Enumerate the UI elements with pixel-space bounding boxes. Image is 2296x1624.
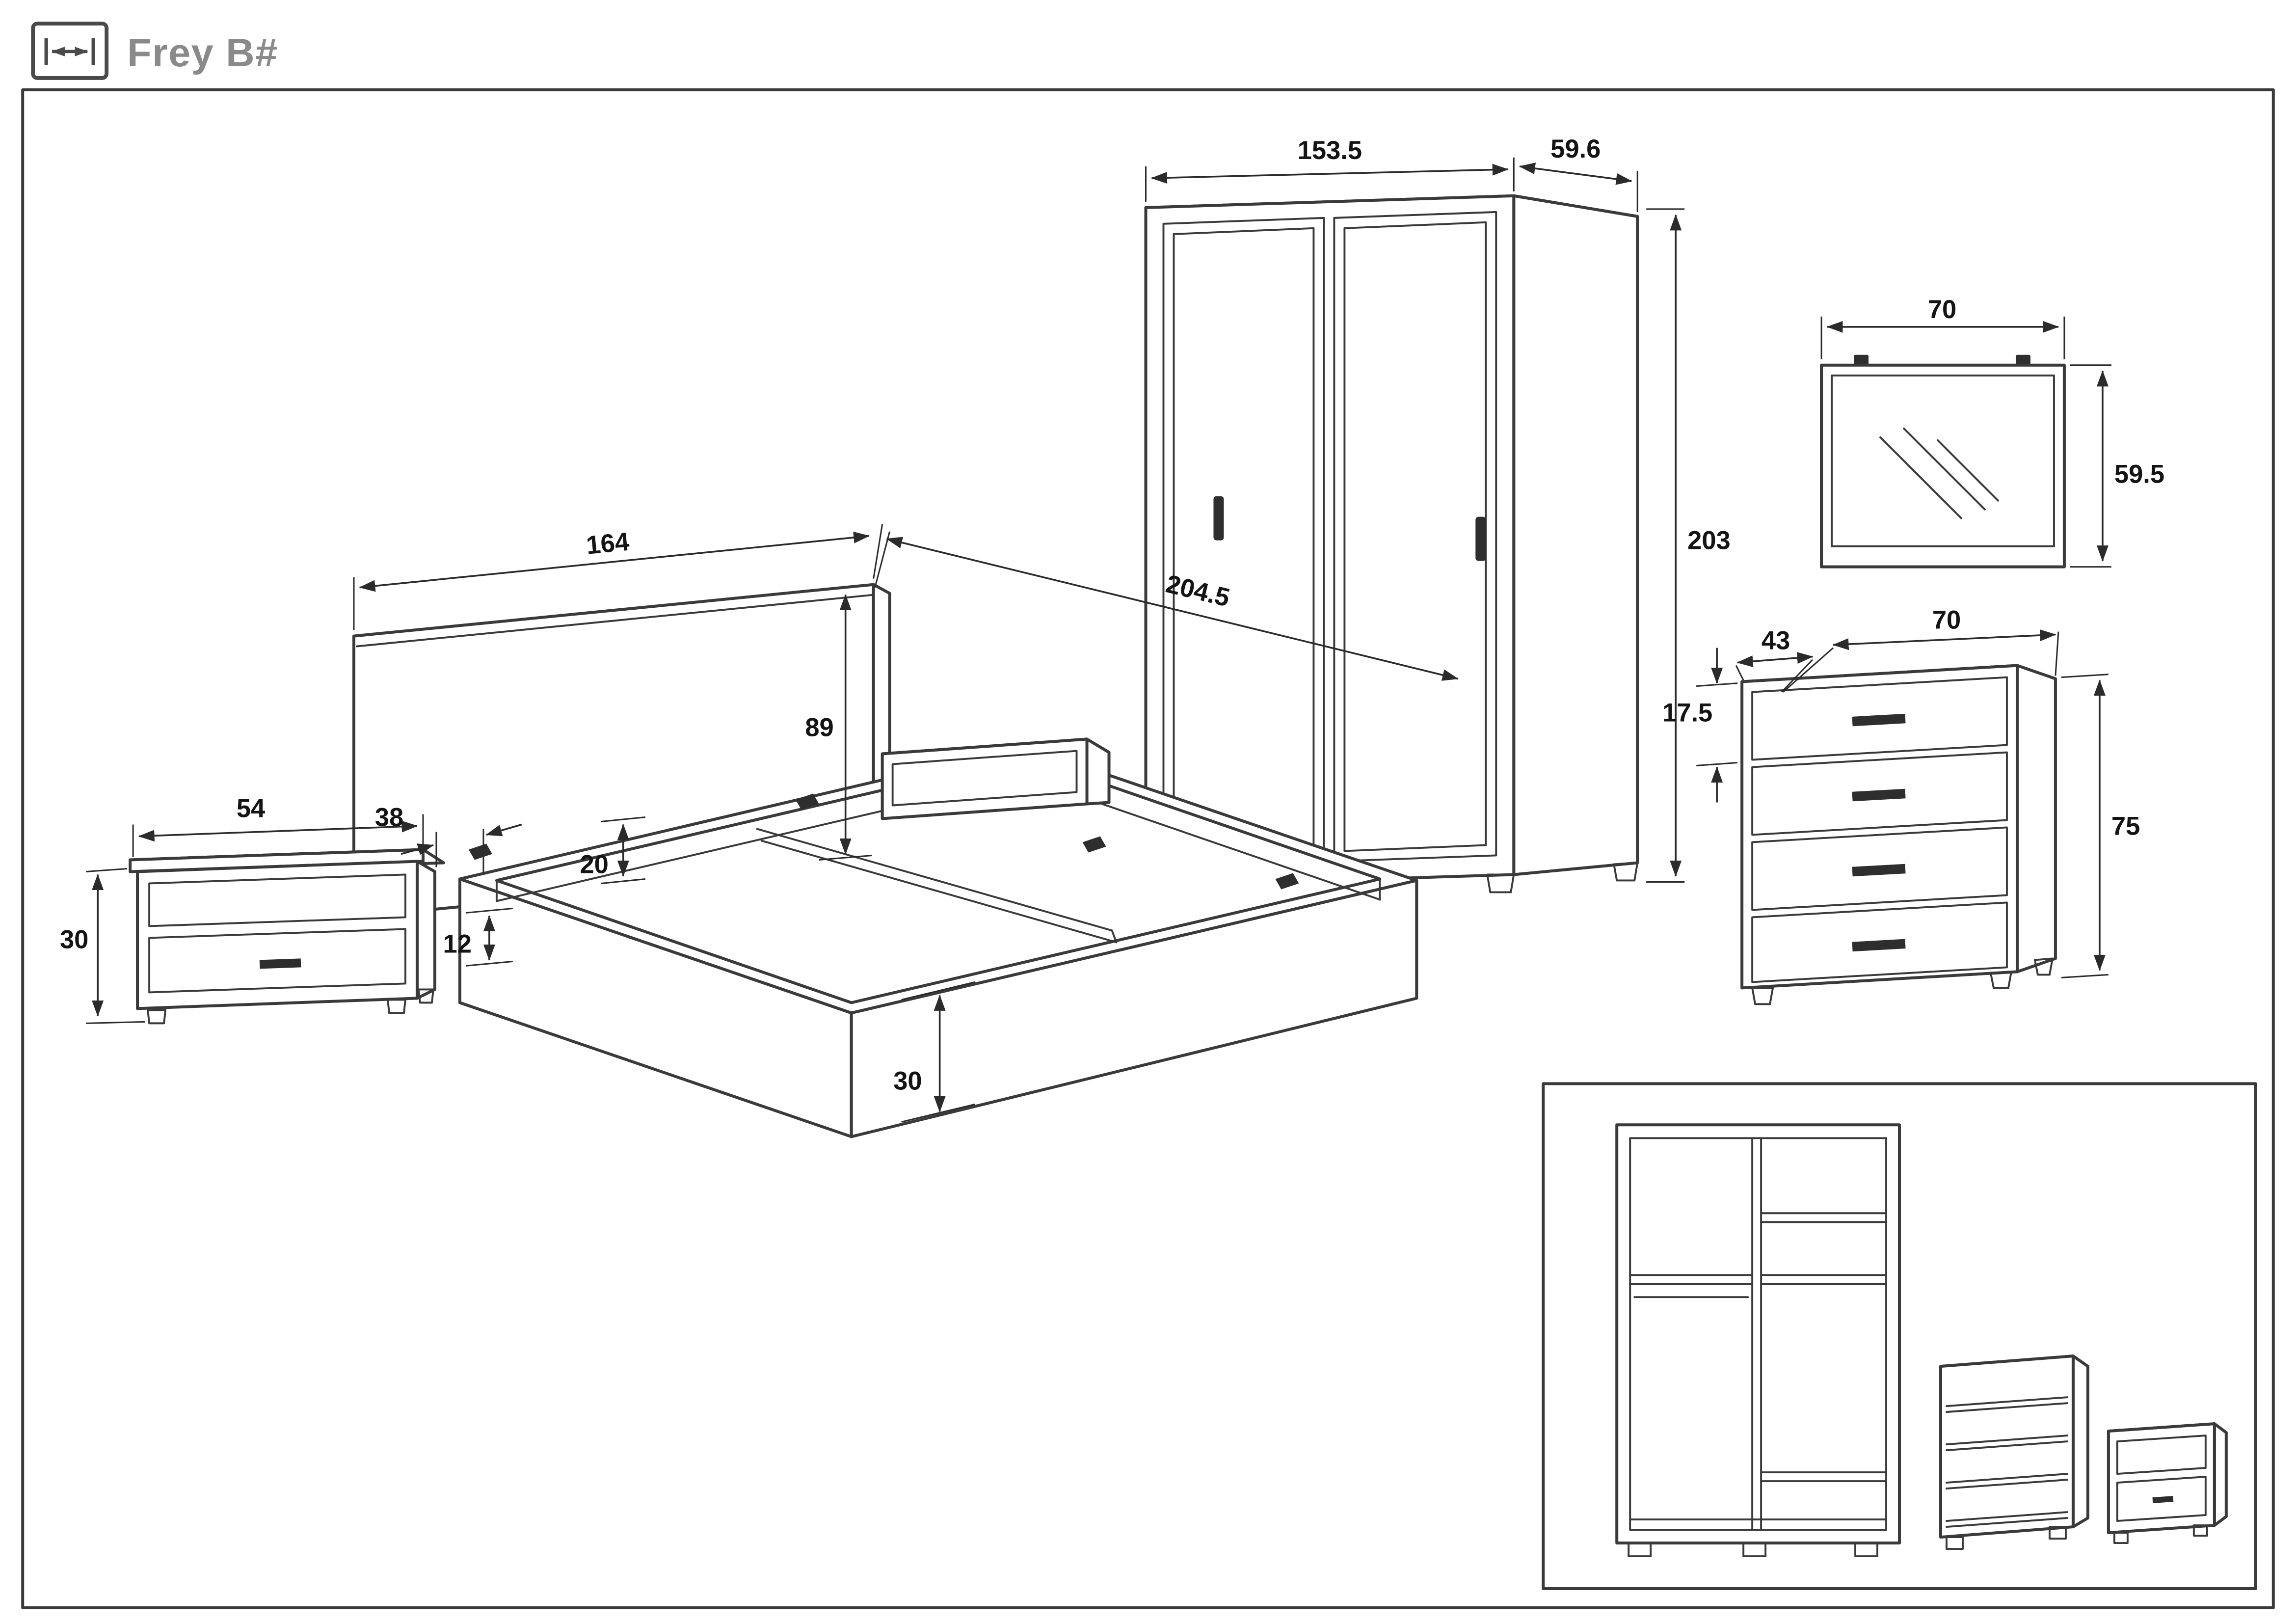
dimension-headboard-height: 89 bbox=[805, 594, 872, 861]
dim-bed-inner-depth-label: 20 bbox=[580, 850, 608, 879]
dim-chest-top-drawer-label: 17.5 bbox=[1662, 699, 1712, 728]
dim-wardrobe-width-label: 153.5 bbox=[1298, 136, 1362, 165]
dimension-nightstand-width: 54 bbox=[132, 794, 424, 857]
chest-drawing bbox=[1740, 664, 2057, 1005]
dimension-nightstand-height: 30 bbox=[60, 867, 145, 1024]
dim-chest-width-label: 70 bbox=[1932, 606, 1961, 635]
dim-chest-depth-label: 43 bbox=[1762, 626, 1790, 655]
drawer-handle-icon bbox=[2152, 1496, 2174, 1504]
nightstand-detail-view bbox=[2107, 1422, 2228, 1544]
glass-reflection-icon bbox=[1879, 436, 1962, 519]
fitting-bracket-icon bbox=[795, 793, 819, 810]
wardrobe-interior-view bbox=[1615, 1123, 1901, 1557]
dimension-bed-inner-depth: 20 bbox=[580, 816, 645, 884]
header: Frey B# bbox=[31, 22, 278, 80]
width-dimension-icon bbox=[31, 22, 109, 80]
dimension-chest-top-drawer: 17.5 bbox=[1662, 648, 1738, 803]
dimension-chest-width: 70 bbox=[1783, 606, 2059, 693]
dimension-wardrobe-depth: 59.6 bbox=[1519, 135, 1638, 212]
dimension-wardrobe-height: 203 bbox=[1646, 208, 1731, 883]
detail-inset-panel bbox=[1542, 1082, 2257, 1591]
wardrobe-drawing bbox=[1144, 194, 1639, 905]
chest-side-view bbox=[1939, 1354, 2089, 1550]
dimension-wardrobe-width: 153.5 bbox=[1145, 136, 1515, 202]
drawer-handle-icon bbox=[1852, 864, 1906, 877]
dim-headboard-width-label: 164 bbox=[585, 527, 631, 560]
dim-chest-height-label: 75 bbox=[2111, 812, 2140, 840]
dimension-bed-frame-height: 30 bbox=[893, 981, 975, 1123]
dim-bed-rail-height-label: 12 bbox=[443, 929, 472, 958]
left-nightstand-drawing bbox=[129, 848, 445, 1025]
dim-nightstand-width-label: 54 bbox=[237, 794, 265, 823]
dim-bed-frame-height-label: 30 bbox=[893, 1066, 922, 1095]
dim-mirror-height-label: 59.5 bbox=[2114, 460, 2164, 489]
dim-mirror-width-label: 70 bbox=[1928, 295, 1956, 324]
fitting-bracket-icon bbox=[1082, 836, 1106, 853]
drawer-handle-icon bbox=[1852, 939, 1906, 952]
drawing-border bbox=[21, 88, 2275, 1610]
drawer-handle-icon bbox=[1852, 788, 1906, 802]
door-handle-icon bbox=[1475, 516, 1486, 561]
fitting-bracket-icons bbox=[468, 793, 1299, 890]
fitting-bracket-icon bbox=[468, 843, 492, 860]
dimension-headboard-width: 164 bbox=[353, 524, 883, 630]
mirror-drawing bbox=[1820, 354, 2066, 568]
dimension-bed-rail-height: 12 bbox=[443, 907, 513, 967]
bed-drawing bbox=[352, 583, 1418, 1138]
right-nightstand-drawing bbox=[881, 737, 1111, 820]
dim-wardrobe-depth-label: 59.6 bbox=[1550, 135, 1601, 163]
fitting-bracket-icon bbox=[1275, 873, 1299, 890]
dimension-nightstand-gap: 38 bbox=[375, 803, 522, 875]
dim-nightstand-height-label: 30 bbox=[60, 925, 88, 954]
drawer-handle-icon bbox=[1852, 713, 1906, 727]
dim-wardrobe-height-label: 203 bbox=[1687, 526, 1731, 555]
door-handle-icon bbox=[1213, 496, 1224, 541]
dimension-mirror-width: 70 bbox=[1820, 295, 2065, 359]
dimension-chest-depth: 43 bbox=[1735, 626, 1814, 693]
drawer-handle-icon bbox=[259, 958, 301, 969]
dim-headboard-height-label: 89 bbox=[805, 713, 833, 742]
dimension-chest-height: 75 bbox=[2061, 674, 2140, 978]
dim-nightstand-gap-label: 38 bbox=[375, 803, 403, 832]
page-title: Frey B# bbox=[127, 31, 278, 75]
dimension-mirror-height: 59.5 bbox=[2070, 364, 2164, 568]
